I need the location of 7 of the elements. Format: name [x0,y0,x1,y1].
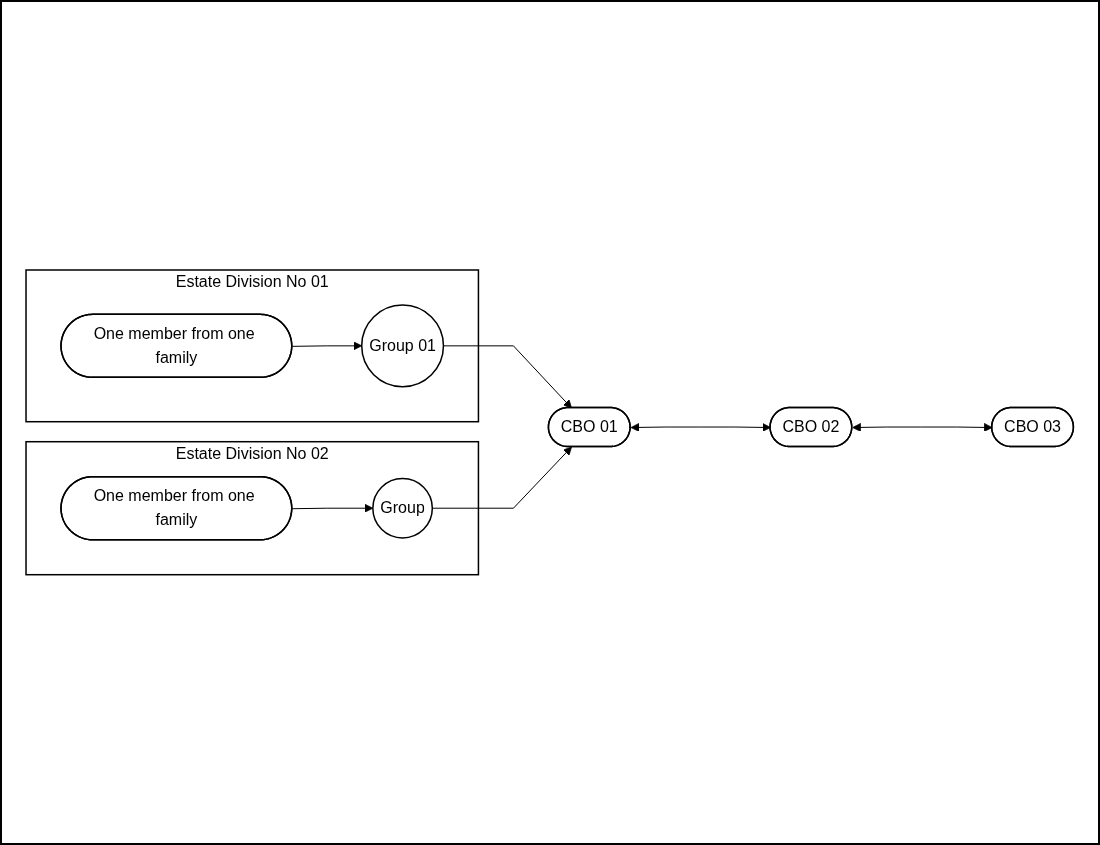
arrow [292,341,363,351]
arrow [852,423,993,432]
arrow [292,503,374,513]
arrow [443,345,573,409]
node-circle: Group [372,477,434,539]
arrow [432,446,573,509]
node-circle: Group 01 [361,304,445,388]
